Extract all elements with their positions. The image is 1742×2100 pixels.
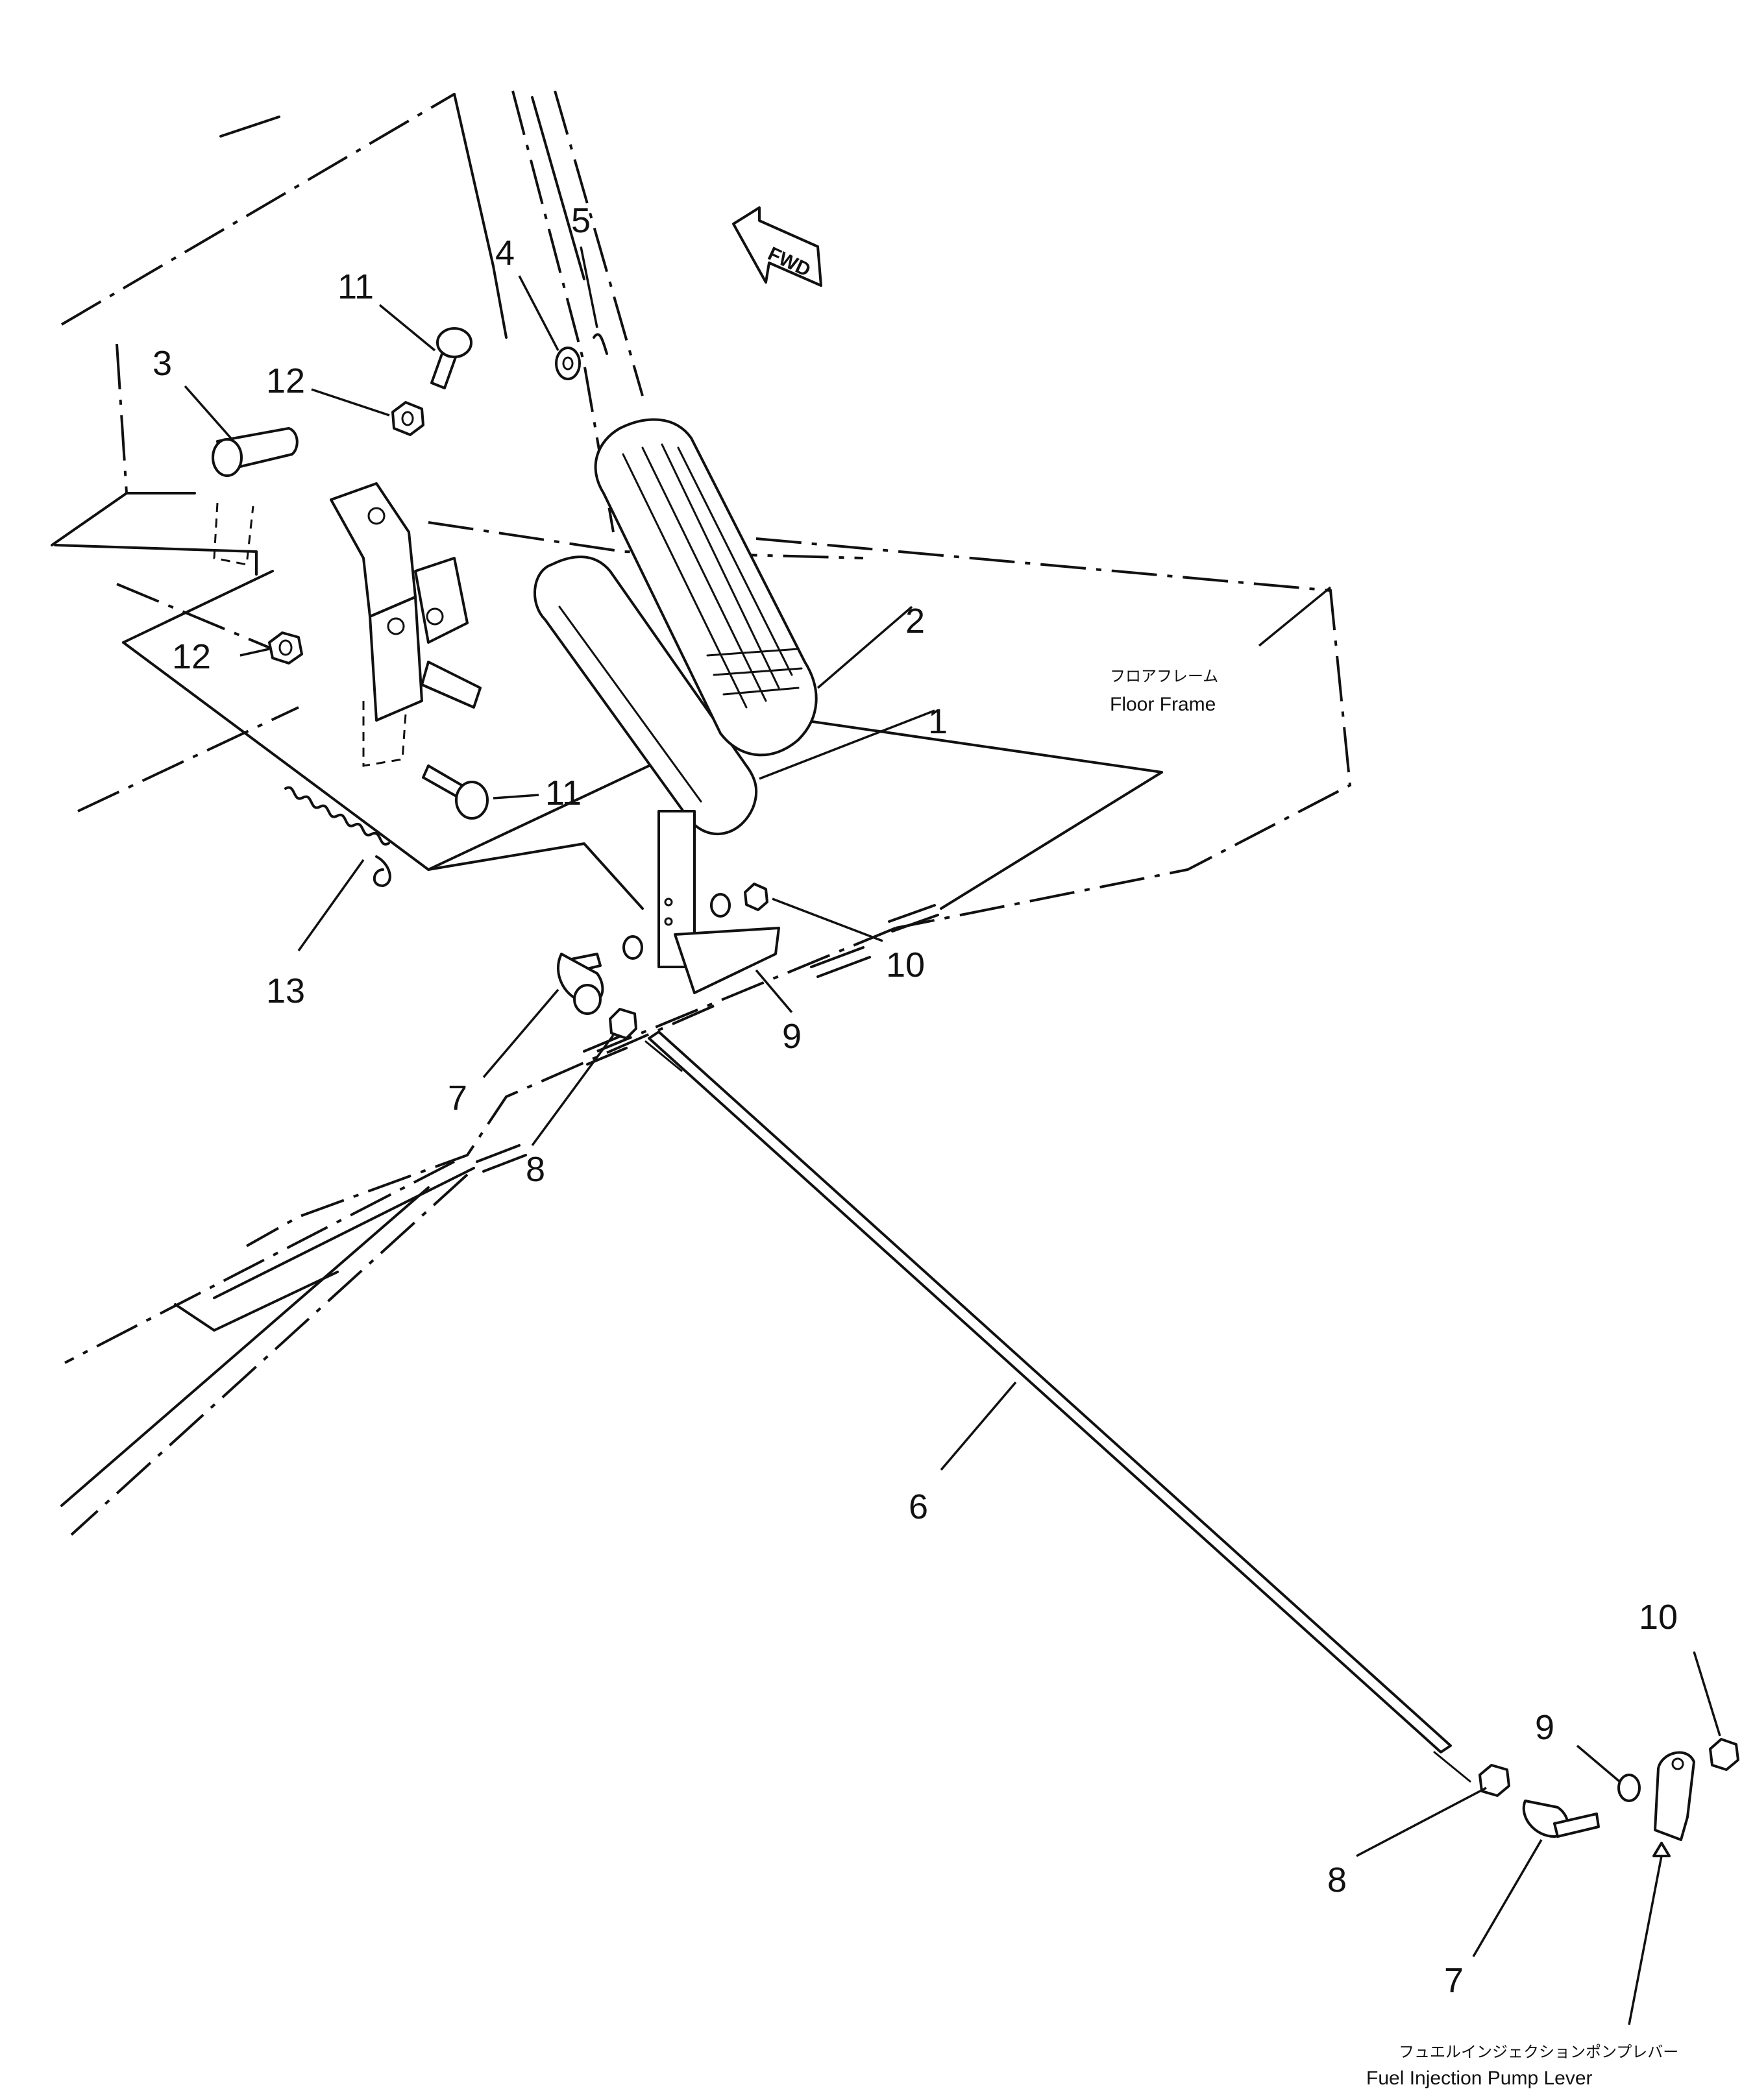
callout-12-lower: 12 [172,637,211,676]
part-3-pin [212,427,299,566]
floor-frame-en: Floor Frame [1110,694,1216,715]
leader-pump-lever [1628,1855,1663,2025]
callout-8-lower: 8 [1327,1861,1347,1899]
part-11-bolt-lower [422,764,489,820]
part-6-rod [644,1031,1471,1783]
callout-6: 6 [909,1487,928,1526]
callout-8-upper: 8 [526,1150,545,1189]
callout-11-upper: 11 [337,267,374,306]
part-10-nut-lower [1709,1738,1739,1771]
callout-10-lower: 10 [1639,1598,1678,1637]
fwd-label: FWD [765,243,814,281]
callout-5: 5 [571,201,591,240]
callout-2: 2 [905,602,925,641]
pump-lever-label: フュエルインジェクションポンプレバー Fuel Injection Pump L… [1366,2044,1678,2089]
callout-4: 4 [495,234,515,273]
floor-frame-jp: フロアフレーム [1110,668,1218,685]
part-7-ball-joint-lower [1522,1800,1600,1838]
callout-10-upper: 10 [886,946,925,984]
fuel-injection-pump-lever [1654,1751,1695,1841]
part-5-cotter-pin [593,333,608,355]
leader-floor-frame [1258,586,1332,647]
part-7-ball-joint-upper [557,953,604,1015]
callout-numbers: 1 2 3 4 5 6 7 7 8 8 9 9 10 10 11 11 12 1… [153,201,1678,2000]
part-11-bolt-upper [430,327,472,389]
callout-11-lower: 11 [545,774,582,812]
part-2-pedal-pad [594,418,818,757]
callout-leaders [184,246,1721,1957]
callout-12-upper: 12 [266,361,305,400]
callout-7-lower: 7 [1444,1961,1464,2000]
part-8-nut-lower [1478,1764,1510,1797]
callout-3: 3 [153,344,172,383]
forward-direction-marker: FWD [732,206,822,287]
floor-frame-label: フロアフレーム Floor Frame [1110,668,1218,715]
part-12-nut-upper [391,401,424,436]
part-10-nut-upper [744,883,768,911]
callout-9-lower: 9 [1535,1708,1554,1747]
part-9-washer-lower [1617,1774,1641,1802]
part-9-washer-mid [710,893,731,918]
pedal-bracket [330,482,482,767]
pump-lever-en: Fuel Injection Pump Lever [1366,2068,1593,2089]
callout-9-upper: 9 [782,1017,802,1056]
callout-1: 1 [928,702,948,741]
part-8-nut-upper [609,1008,637,1040]
part-12-nut-lower [268,631,303,665]
callout-7-upper: 7 [448,1079,467,1117]
part-1-pedal-lever [534,556,780,994]
part-9-washer-upper [622,935,643,960]
pump-lever-jp: フュエルインジェクションポンプレバー [1399,2044,1678,2061]
cab-structure-outline [51,90,1352,1536]
callout-13: 13 [266,971,305,1010]
part-13-spring [284,786,391,887]
part-4-washer [555,347,581,380]
